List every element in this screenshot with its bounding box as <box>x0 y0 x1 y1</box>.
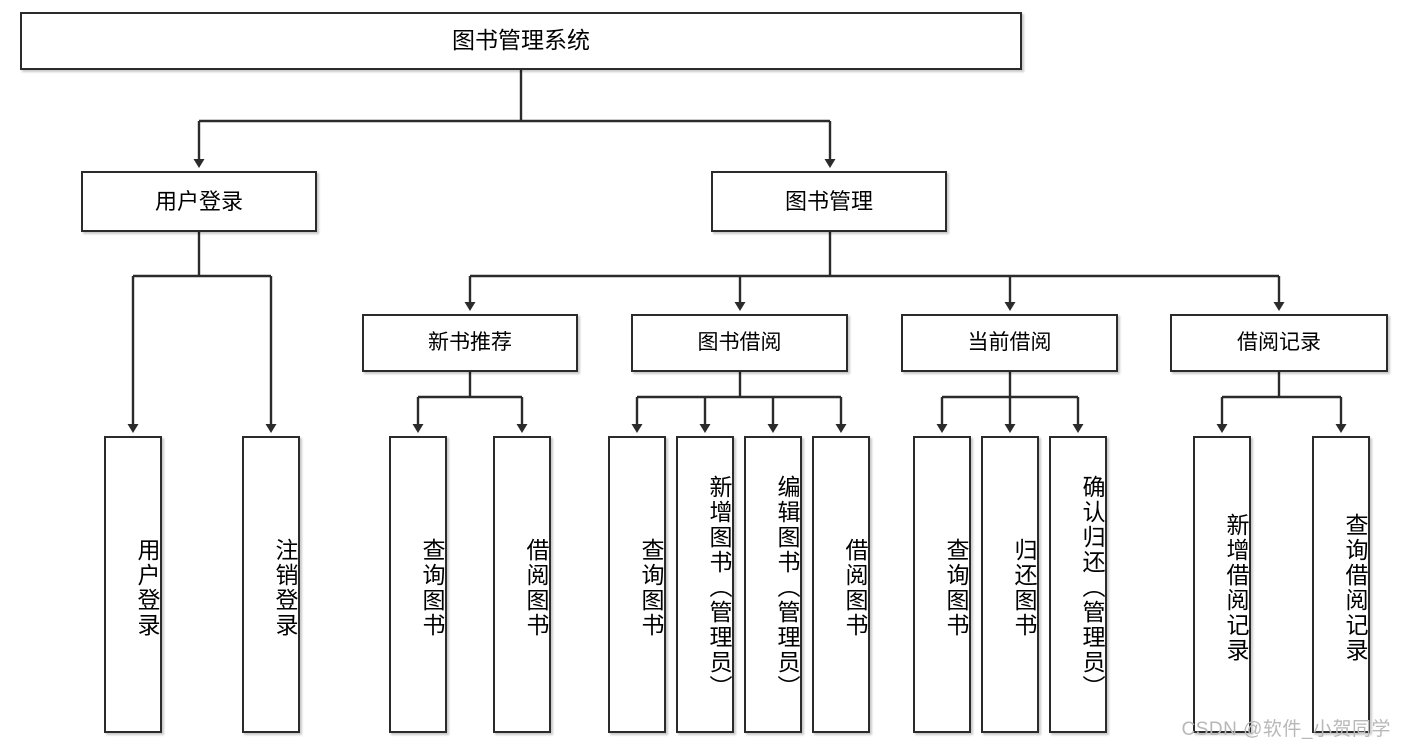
node-new-book-recommend[interactable]: 新书推荐 <box>362 314 578 372</box>
node-label: 图书管理 <box>784 188 873 214</box>
leaf-borrow-query-book[interactable]: 查询图书 <box>608 436 666 733</box>
node-label: 归还图书 <box>1011 537 1037 638</box>
node-label: 编辑图书（管理员） <box>774 475 800 700</box>
node-borrow-record[interactable]: 借阅记录 <box>1170 314 1388 372</box>
leaf-current-return-book[interactable]: 归还图书 <box>981 436 1039 733</box>
leaf-record-query-borrow-record[interactable]: 查询借阅记录 <box>1312 436 1370 733</box>
leaf-borrow-add-book-admin[interactable]: 新增图书（管理员） <box>676 436 734 733</box>
node-label: 图书管理系统 <box>452 27 590 54</box>
node-label: 借阅记录 <box>1237 330 1321 354</box>
node-label: 用户登录 <box>134 537 160 638</box>
node-current-borrow[interactable]: 当前借阅 <box>901 314 1118 372</box>
leaf-new-book-borrow-book[interactable]: 借阅图书 <box>493 436 551 733</box>
leaf-borrow-borrow-book[interactable]: 借阅图书 <box>812 436 870 733</box>
node-label: 新增图书（管理员） <box>706 475 732 700</box>
node-label: 查询图书 <box>419 537 445 638</box>
node-label: 新书推荐 <box>428 330 512 354</box>
node-label: 新增借阅记录 <box>1223 512 1249 663</box>
node-label: 注销登录 <box>272 537 298 638</box>
leaf-current-confirm-return-admin[interactable]: 确认归还（管理员） <box>1049 436 1107 733</box>
node-book-management-system[interactable]: 图书管理系统 <box>20 12 1022 70</box>
node-label: 查询图书 <box>638 537 664 638</box>
leaf-user-logout[interactable]: 注销登录 <box>242 436 300 733</box>
node-label: 查询图书 <box>943 537 969 638</box>
node-user-login[interactable]: 用户登录 <box>81 171 317 232</box>
node-label: 借阅图书 <box>842 537 868 638</box>
node-label: 当前借阅 <box>967 330 1052 354</box>
node-label: 用户登录 <box>154 188 243 214</box>
node-book-management[interactable]: 图书管理 <box>711 171 947 232</box>
leaf-record-add-borrow-record[interactable]: 新增借阅记录 <box>1193 436 1251 733</box>
node-label: 图书借阅 <box>697 330 782 354</box>
leaf-current-query-book[interactable]: 查询图书 <box>913 436 971 733</box>
leaf-new-book-query-book[interactable]: 查询图书 <box>389 436 447 733</box>
node-label: 确认归还（管理员） <box>1079 475 1105 700</box>
csdn-watermark: CSDN @软件_小贺同学 <box>1181 719 1391 740</box>
leaf-user-login[interactable]: 用户登录 <box>104 436 162 733</box>
node-label: 借阅图书 <box>523 537 549 638</box>
node-book-borrow[interactable]: 图书借阅 <box>631 314 848 372</box>
node-label: 查询借阅记录 <box>1342 512 1368 663</box>
leaf-borrow-edit-book-admin[interactable]: 编辑图书（管理员） <box>744 436 802 733</box>
